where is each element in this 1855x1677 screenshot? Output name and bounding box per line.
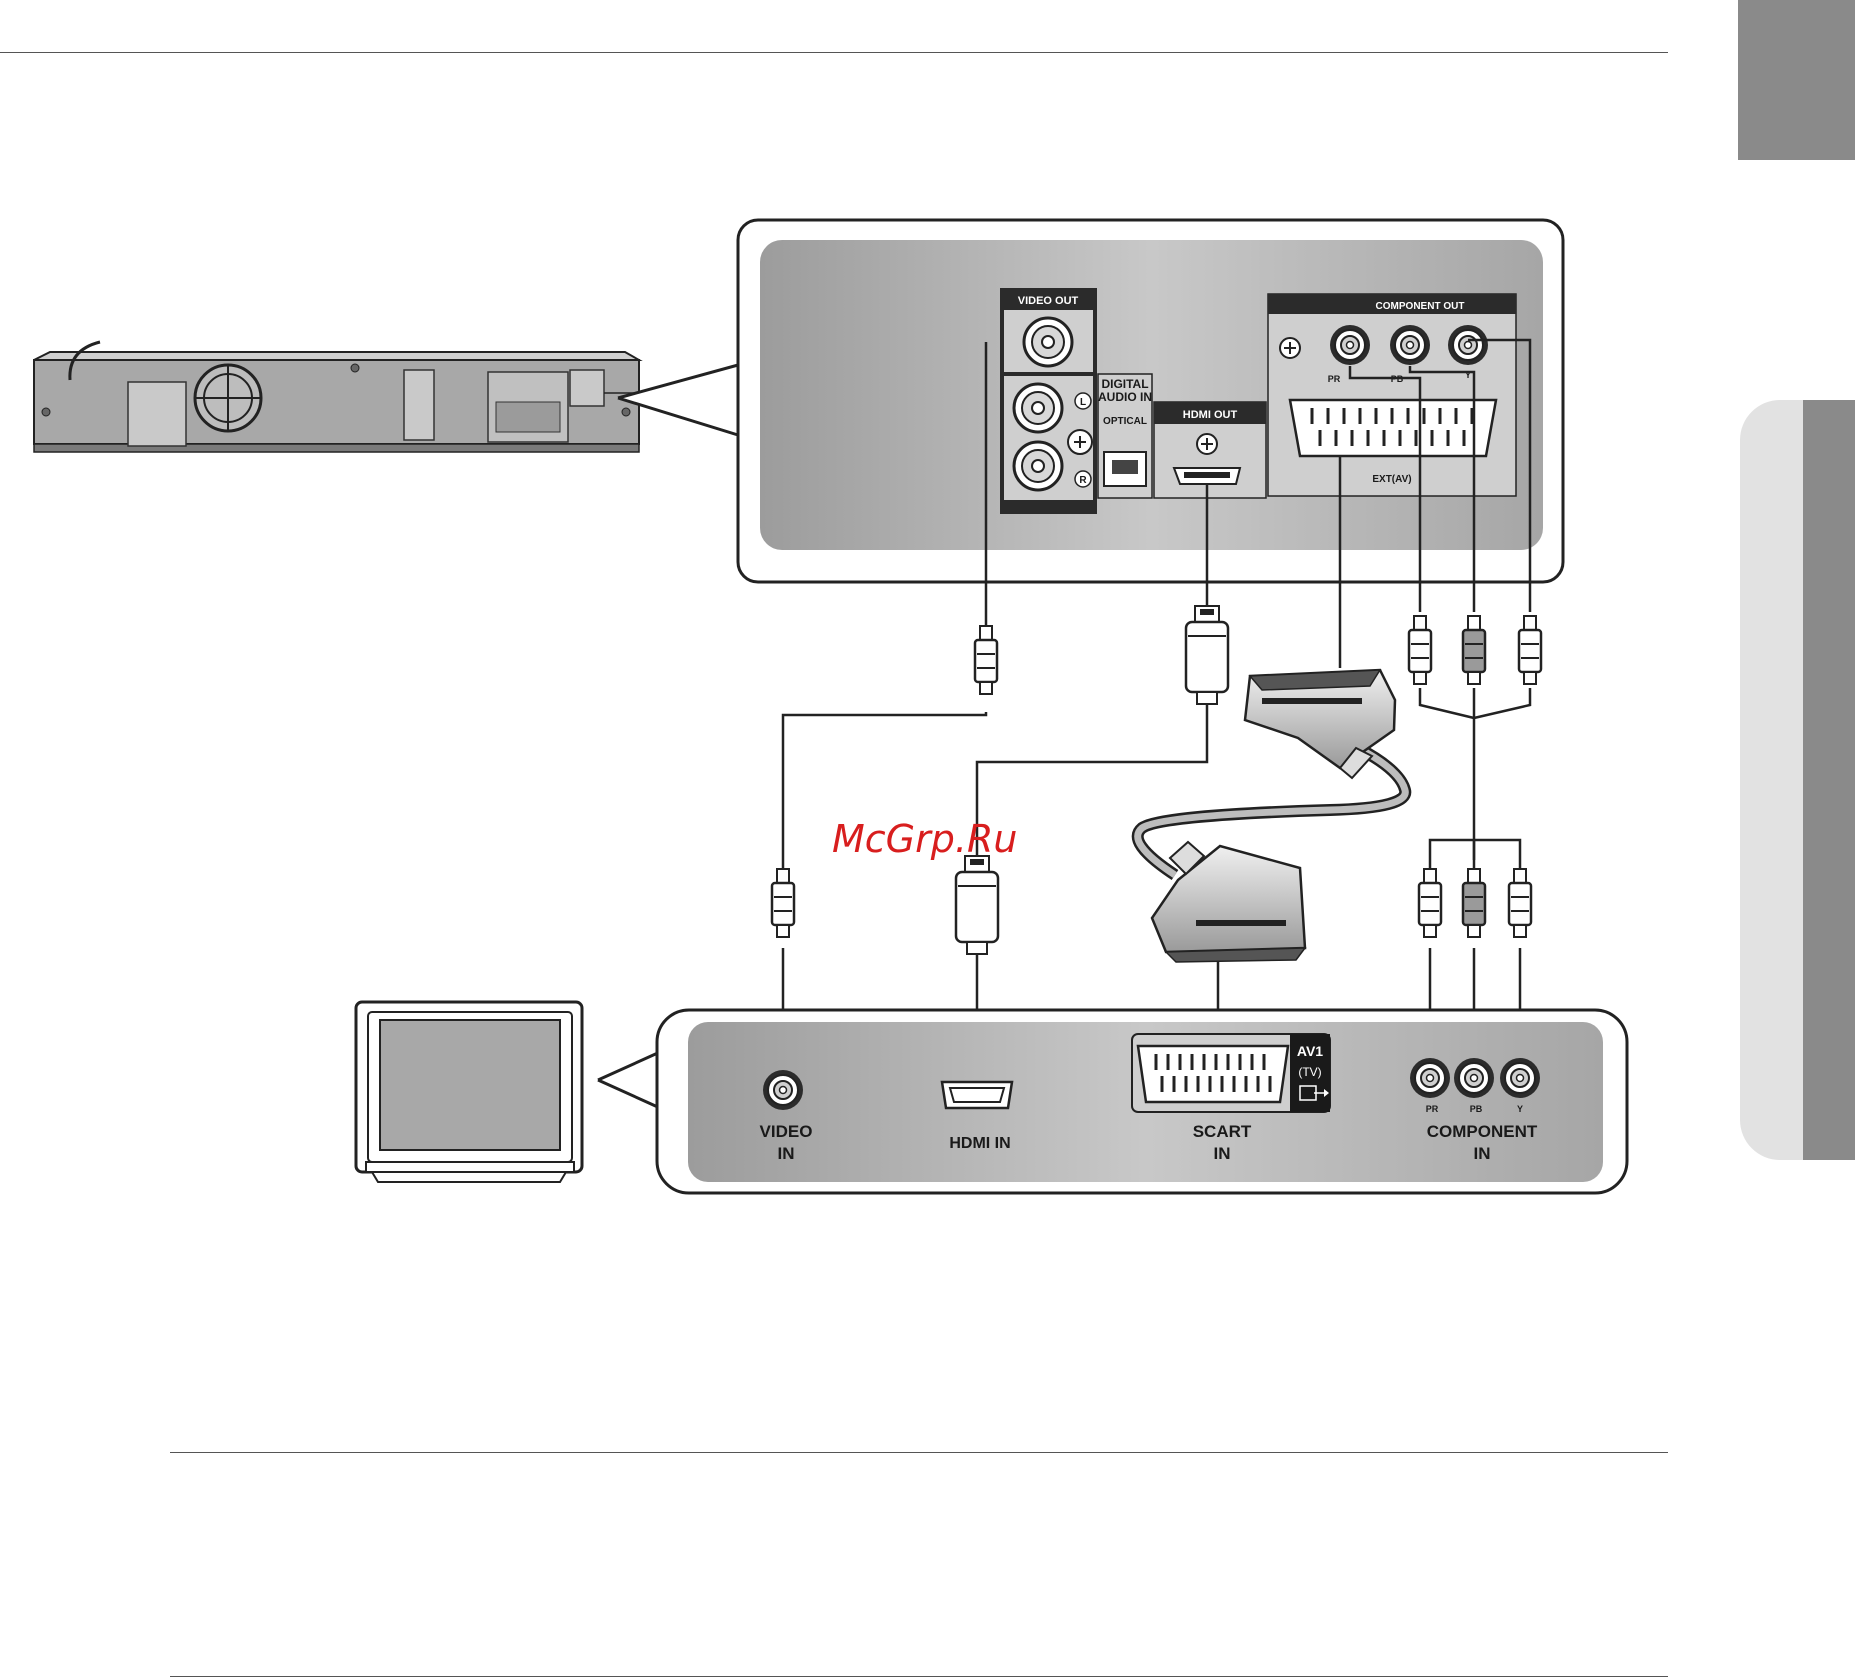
component-plug-pb-top: [1463, 616, 1485, 684]
component-out-y-jack: [1448, 325, 1488, 365]
component-out-pr-jack: [1330, 325, 1370, 365]
optical-label: OPTICAL: [1103, 416, 1147, 427]
video-plug-top: [975, 626, 997, 694]
tv-icon: [356, 1002, 582, 1182]
audio-r-jack: [1014, 442, 1062, 490]
tv-hdmi-in-label: HDMI IN: [949, 1135, 1010, 1152]
tv-tv-label: (TV): [1298, 1065, 1321, 1079]
tv-component-y-label: Y: [1517, 1104, 1523, 1114]
video-plug-bottom: [772, 869, 794, 937]
component-plug-y-top: [1519, 616, 1541, 684]
ext-av-scart-port: [1290, 400, 1496, 456]
tv-video-in-label-2: IN: [778, 1144, 795, 1163]
watermark: McGrp.Ru: [832, 817, 1017, 861]
component-out-pb-jack: [1390, 325, 1430, 365]
component-out-pr-label: PR: [1328, 374, 1341, 384]
audio-r-label: R: [1079, 475, 1087, 486]
hdmi-plug-bottom: [956, 856, 998, 954]
component-plug-y-bottom: [1509, 869, 1531, 937]
video-out-jack: [1024, 318, 1072, 366]
tv-component-pr-label: PR: [1426, 1104, 1439, 1114]
tv-component-pr-jack: [1410, 1058, 1450, 1098]
player-zoom-panel: VIDEO OUT L R DIGITAL AUDIO IN OPTICAL H…: [738, 220, 1563, 582]
scart-cable: [1138, 670, 1406, 962]
tv-scart-in-label-2: IN: [1214, 1144, 1231, 1163]
player-rear-unit: [34, 342, 639, 452]
tv-component-pb-label: PB: [1470, 1104, 1483, 1114]
hdmi-plug-top: [1186, 606, 1228, 704]
fan-icon: [195, 365, 261, 431]
tv-video-in-label-1: VIDEO: [760, 1122, 813, 1141]
component-plug-pr-bottom: [1419, 869, 1441, 937]
hdmi-out-label: HDMI OUT: [1183, 409, 1238, 421]
tv-zoom-panel: VIDEO IN HDMI IN AV1 (TV): [657, 1010, 1627, 1193]
tv-zoom-pointer: [598, 1052, 660, 1108]
tv-component-in-label-2: IN: [1474, 1144, 1491, 1163]
tv-video-in-jack: [763, 1070, 803, 1110]
tv-component-pb-jack: [1454, 1058, 1494, 1098]
tv-av1-label: AV1: [1297, 1043, 1323, 1059]
component-plug-pb-bottom: [1463, 869, 1485, 937]
tv-component-in-label-1: COMPONENT: [1427, 1122, 1538, 1141]
tv-scart-in-label-1: SCART: [1193, 1122, 1252, 1141]
video-out-label: VIDEO OUT: [1018, 295, 1079, 307]
audio-l-label: L: [1080, 397, 1086, 408]
component-out-label: COMPONENT OUT: [1376, 301, 1465, 312]
component-plug-pr-top: [1409, 616, 1431, 684]
digital-audio-in-label-1: DIGITAL: [1101, 377, 1148, 391]
tv-component-y-jack: [1500, 1058, 1540, 1098]
tv-scart-in-port: [1138, 1046, 1288, 1102]
scart-plug-bottom: [1152, 842, 1305, 962]
ext-av-label: EXT(AV): [1372, 474, 1411, 485]
digital-audio-in-label-2: AUDIO IN: [1098, 390, 1152, 404]
audio-l-jack: [1014, 384, 1062, 432]
